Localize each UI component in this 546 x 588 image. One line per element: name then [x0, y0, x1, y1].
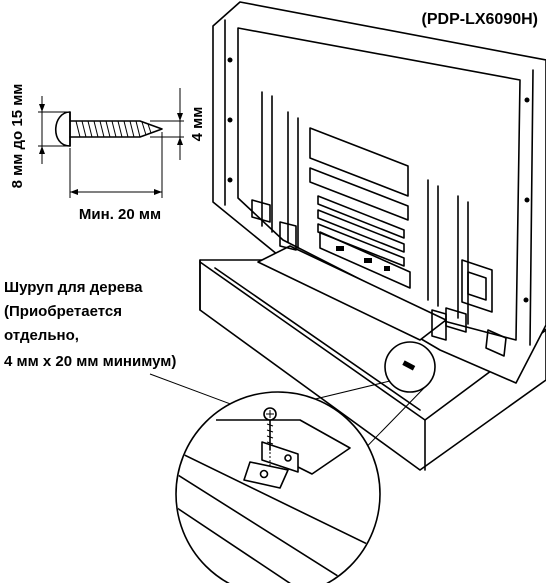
wood-screw-note-line3: отдельно,: [4, 327, 79, 344]
detail-callout-marker: [384, 341, 436, 393]
wood-screw-note-line4: 4 мм х 20 мм минимум): [4, 353, 176, 370]
model-label: (PDP-LX6090H): [422, 11, 538, 28]
magnified-detail: [175, 391, 381, 588]
wood-screw-figure: [38, 88, 184, 198]
wood-screw-note-line2: (Приобретается: [4, 303, 122, 320]
screw-thread: [75, 120, 152, 138]
wood-screw-note-line1: Шуруп для дерева: [4, 279, 143, 296]
screw-diameter-label: 4 мм: [189, 107, 206, 142]
screw-head-dimension-label: 8 мм до 15 мм: [9, 84, 26, 189]
plasma-tv: [212, 1, 546, 384]
screw-length-label: Мин. 20 мм: [79, 206, 161, 223]
